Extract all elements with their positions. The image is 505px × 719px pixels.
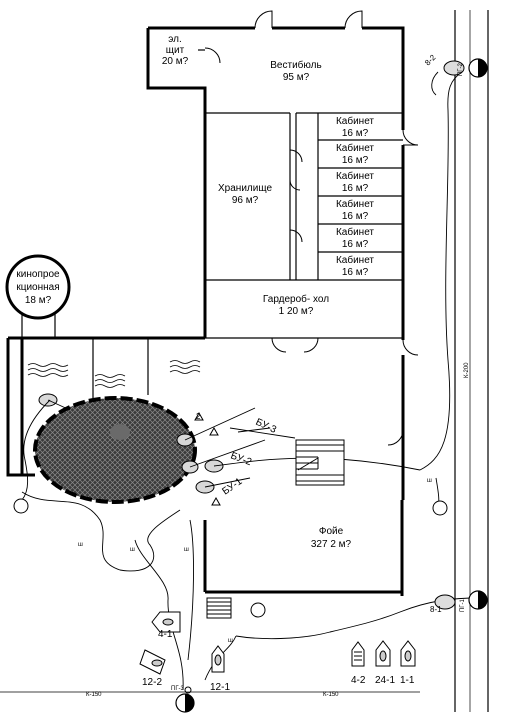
projection-room-area: 18 м? xyxy=(25,295,52,306)
fire-point-bu1: БУ-1 xyxy=(220,476,244,498)
office-name: Кабинет xyxy=(336,170,374,182)
foyer-area: 327 2 м? xyxy=(311,539,352,550)
fire-truck-icon xyxy=(400,640,416,667)
office-name: Кабинет xyxy=(336,226,374,238)
cloakroom-name: Гардероб- хол xyxy=(263,293,329,305)
electrical-room-area: 20 м? xyxy=(162,56,189,67)
office-area: 16 м? xyxy=(342,128,369,139)
pipe-k150-right: К-150 xyxy=(323,692,339,698)
office-name: Кабинет xyxy=(336,115,374,127)
office-area: 16 м? xyxy=(342,211,369,222)
vehicle-1-1: 1-1 xyxy=(400,675,415,686)
vehicle-12-2: 12-2 xyxy=(142,677,162,688)
foyer-name: Фойе xyxy=(319,526,344,537)
vestibule-name: Вестибюль xyxy=(270,59,321,71)
fire-truck-icon xyxy=(375,640,391,667)
nozzle-mark-icon: ш ш ш ш ш xyxy=(78,478,432,644)
office-area: 16 м? xyxy=(342,267,369,278)
fire-truck-icon xyxy=(351,641,365,667)
office-name: Кабинет xyxy=(336,198,374,210)
fire-zone-icon xyxy=(33,396,197,504)
projection-room: кинопрое кционная 18 м? xyxy=(5,254,71,320)
storage-name: Хранилище xyxy=(218,183,272,194)
hydrant-icon xyxy=(443,58,488,78)
wave-marks xyxy=(27,360,201,388)
svg-text:ш: ш xyxy=(184,547,189,553)
svg-text:ш: ш xyxy=(78,542,83,548)
office-area: 16 м? xyxy=(342,239,369,250)
projection-room-name2: кционная xyxy=(16,282,59,293)
hydrant-pg3: ПГ-3 xyxy=(171,686,185,692)
svg-text:ш: ш xyxy=(228,638,233,644)
fire-point-bu2: БУ-2 xyxy=(229,450,253,468)
marker-2: 2 xyxy=(196,412,201,421)
svg-text:ш: ш xyxy=(130,547,135,553)
office-area: 16 м? xyxy=(342,155,369,166)
cloakroom-area: 1 20 м? xyxy=(279,306,314,317)
vehicle-4-1: 4-1 xyxy=(158,629,173,640)
vehicle-4-2: 4-2 xyxy=(351,675,366,686)
vehicle-24-1: 24-1 xyxy=(375,675,395,686)
warning-triangle-icon xyxy=(194,411,221,506)
fire-truck-icon xyxy=(139,649,166,675)
marker-8-1: 8-1 xyxy=(430,605,442,614)
office-area: 16 м? xyxy=(342,183,369,194)
office-name: Кабинет xyxy=(336,254,374,266)
building-walls xyxy=(6,26,405,596)
projection-room-name1: кинопрое xyxy=(16,269,60,280)
marker-8-2: 8-2 xyxy=(423,52,438,67)
pipe-k150-left: К-150 xyxy=(86,692,102,698)
vestibule-area: 95 м? xyxy=(283,72,310,83)
hydrant-pg2: ПГ-2 xyxy=(458,62,464,76)
hose-routes xyxy=(21,71,479,691)
office-name: Кабинет xyxy=(336,142,374,154)
svg-text:ш: ш xyxy=(427,478,432,484)
fire-truck-icon xyxy=(211,645,225,673)
hydrant-icon xyxy=(175,693,195,713)
stairs-icon xyxy=(206,439,345,619)
office-list: Кабинет 16 м? Кабинет 16 м? Кабинет 16 м… xyxy=(336,115,374,278)
pipe-k200: К-200 xyxy=(464,362,470,378)
vehicle-12-1: 12-1 xyxy=(210,682,230,693)
electrical-room-name2: щит xyxy=(166,45,185,56)
electrical-room-name: эл. xyxy=(168,34,182,45)
interior-walls xyxy=(21,49,403,400)
hydrant-icon xyxy=(434,590,488,610)
door-icon xyxy=(204,10,419,446)
fire-truck-icon xyxy=(151,611,181,633)
hydrant-pg1: ПГ-1 xyxy=(460,598,466,612)
well-circle-icon xyxy=(13,498,448,694)
storage-area: 96 м? xyxy=(232,195,259,206)
